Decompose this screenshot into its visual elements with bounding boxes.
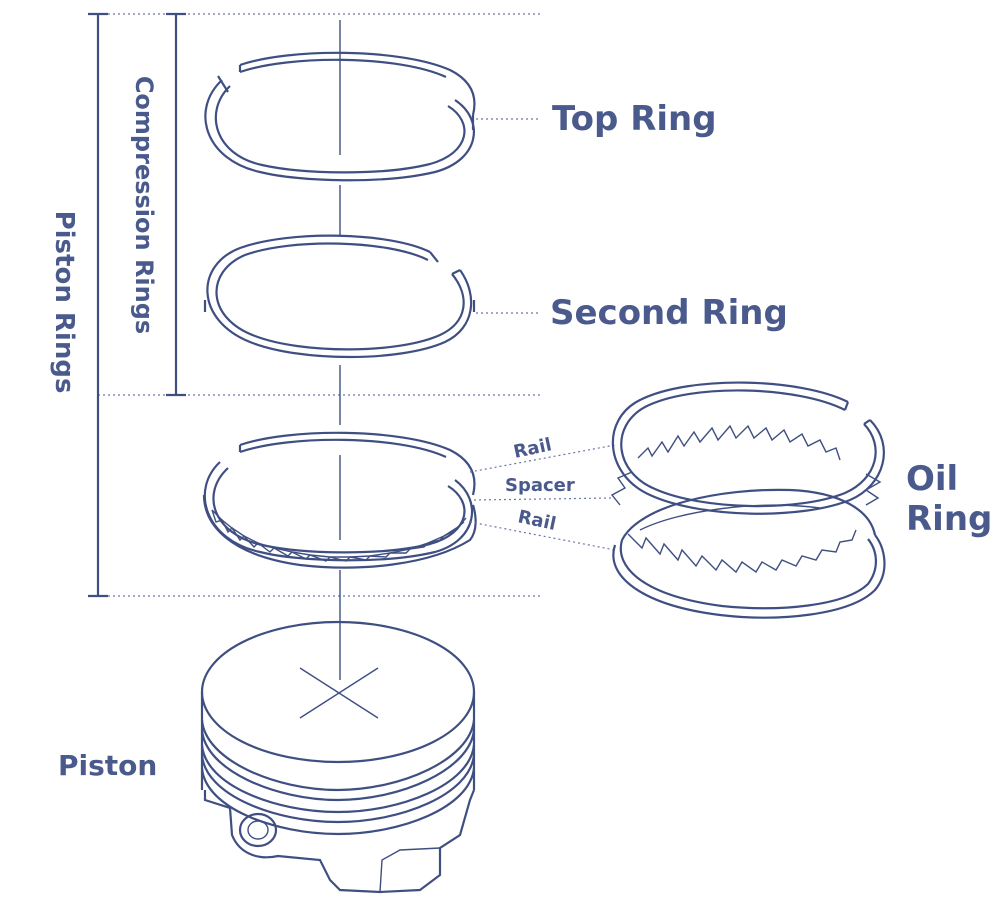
oil-ring-label-line2: Ring	[906, 499, 992, 539]
oil-ring-label-line1: Oil	[906, 459, 958, 499]
top-ring-label: Top Ring	[552, 99, 717, 139]
piston-label: Piston	[58, 749, 157, 782]
top-ring	[204, 51, 476, 182]
guide-lines	[98, 13, 540, 597]
piston-rings-bracket	[88, 12, 108, 598]
compression-rings-label: Compression Rings	[130, 76, 158, 334]
piston-rings-label: Piston Rings	[49, 211, 79, 394]
spacer-label: Spacer	[505, 475, 575, 496]
rail-lower-label: Rail	[516, 506, 558, 535]
compression-rings-bracket	[166, 12, 186, 397]
piston	[200, 620, 476, 894]
oil-ring-exploded	[610, 381, 886, 619]
second-ring-label: Second Ring	[550, 293, 788, 333]
oil-ring-leaders	[469, 444, 616, 551]
oil-ring-assembled	[202, 431, 477, 569]
rail-upper-label: Rail	[512, 434, 554, 463]
second-ring	[203, 234, 476, 359]
